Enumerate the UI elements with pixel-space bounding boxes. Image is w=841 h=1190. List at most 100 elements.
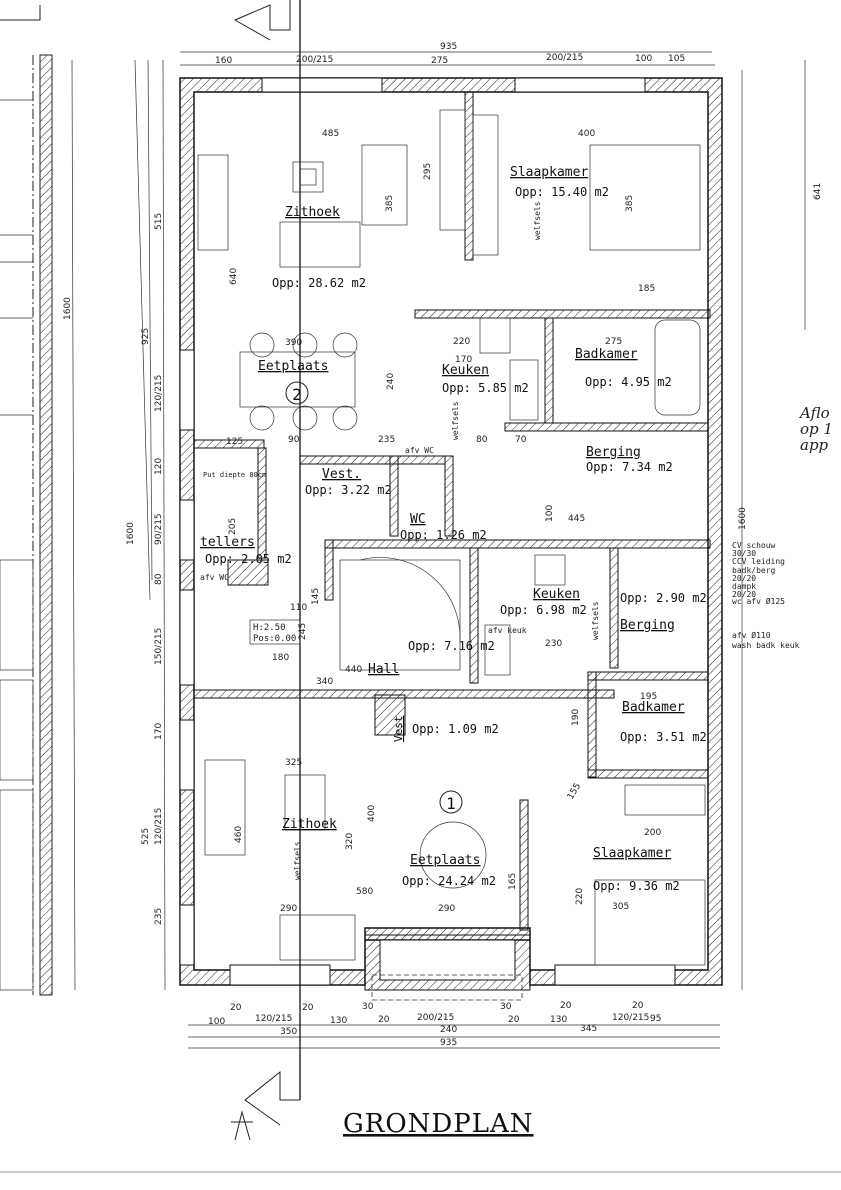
room-name: Eetplaats <box>258 359 328 374</box>
dim: 120/215 <box>154 808 164 845</box>
unit-1-number: 1 <box>446 794 456 813</box>
dim: 200/215 <box>296 55 333 65</box>
dim: 20 <box>508 1015 520 1025</box>
room-name: Vest <box>392 716 405 743</box>
note: wc afv Ø125 <box>732 596 785 606</box>
dim: 145 <box>311 588 321 605</box>
dim: 80 <box>154 573 164 585</box>
level-tag: H:2.50 Pos:0.00 <box>249 619 301 645</box>
dim: 165 <box>508 873 518 890</box>
dim: 240 <box>440 1025 457 1035</box>
dim: 90/215 <box>154 513 164 545</box>
dim: 400 <box>578 129 595 139</box>
dim: 641 <box>813 183 823 200</box>
dim: 275 <box>605 337 622 347</box>
room-area: Opp: 3.51 m2 <box>620 730 707 744</box>
room-area: Opp: 15.40 m2 <box>515 185 609 199</box>
dim: 385 <box>385 195 395 212</box>
note: 20/20 <box>732 574 756 583</box>
room-area: Opp: 3.22 m2 <box>305 483 392 497</box>
unit-2-number: 2 <box>292 385 302 404</box>
room-area: Opp: 2.90 m2 <box>620 591 707 605</box>
note: CCV leiding <box>732 557 785 566</box>
room-area: Opp: 9.36 m2 <box>593 879 680 893</box>
note: welfsels <box>591 601 600 640</box>
room-area: Opp: 24.24 m2 <box>402 874 496 888</box>
side-note-line: Aflo <box>798 404 830 422</box>
dim: 200 <box>644 828 661 838</box>
dim: 390 <box>285 338 302 348</box>
dimension-labels: 935 160 200/215 275 200/215 100 105 100 … <box>63 42 823 1048</box>
dim: 200/215 <box>417 1013 454 1023</box>
dim: 120/215 <box>612 1013 649 1023</box>
dim: 205 <box>228 518 238 535</box>
room-name: Slaapkamer <box>593 846 671 861</box>
dim: 100 <box>545 505 555 522</box>
room-area: Opp: 28.62 m2 <box>272 276 366 290</box>
plan-title: GRONDPLAN <box>343 1109 534 1139</box>
room-area: Opp: 1.26 m2 <box>400 528 487 542</box>
dim: 525 <box>141 828 151 845</box>
dim: 100 <box>208 1017 225 1027</box>
room-area: Opp: 7.16 m2 <box>408 639 495 653</box>
dim: 220 <box>453 337 470 347</box>
dim: 155 <box>566 782 583 802</box>
dim: 345 <box>580 1024 597 1034</box>
floor-level: Pos:0.00 <box>253 634 296 644</box>
dim: 30 <box>500 1002 512 1012</box>
dim: 1600 <box>63 297 73 320</box>
room-area: Opp: 1.09 m2 <box>412 722 499 736</box>
room-area: Opp: 4.95 m2 <box>585 375 672 389</box>
dim: 120/215 <box>154 375 164 412</box>
room-name: Keuken <box>442 363 489 378</box>
dim: 185 <box>638 284 655 294</box>
dim: 130 <box>330 1016 347 1026</box>
interior-walls <box>193 91 711 931</box>
dim: 340 <box>316 677 333 687</box>
dim: 150/215 <box>154 628 164 665</box>
room-area: Opp: 2.05 m2 <box>205 552 292 566</box>
side-note-line: app <box>800 436 829 454</box>
dim: 130 <box>550 1015 567 1025</box>
dim: 935 <box>440 42 457 52</box>
room-labels: Zithoek Opp: 28.62 m2 Slaapkamer Opp: 15… <box>200 165 707 893</box>
dim: 460 <box>234 826 244 843</box>
note: badk/berg <box>732 566 776 575</box>
dim: 440 <box>345 665 362 675</box>
dim: 195 <box>640 692 657 702</box>
room-name: Badkamer <box>622 700 685 715</box>
section-marker-a <box>231 0 301 1141</box>
dim: 100 <box>635 54 652 64</box>
note: dampk <box>732 582 756 591</box>
section-marker-label: A <box>232 1159 234 1161</box>
dim: 580 <box>356 887 373 897</box>
dim: 1600 <box>738 507 748 530</box>
dim: 20 <box>302 1003 314 1013</box>
room-name: Berging <box>620 618 675 633</box>
note: CV schouw <box>732 541 776 550</box>
room-name: Keuken <box>533 587 580 602</box>
dim: 290 <box>438 904 455 914</box>
note: afv keuk <box>488 626 527 635</box>
unit-1-marker <box>439 790 463 814</box>
dim: 80 <box>476 435 488 445</box>
room-area: Opp: 6.98 m2 <box>500 603 587 617</box>
room-name: Berging <box>586 445 641 460</box>
note: 20/20 <box>732 590 756 599</box>
room-name: Zithoek <box>282 817 337 832</box>
furniture <box>197 109 706 966</box>
dim: 30 <box>362 1002 374 1012</box>
note: afv Ø110 <box>732 630 771 640</box>
unit-2-marker <box>285 381 309 405</box>
room-name: WC <box>410 512 426 527</box>
dim: 20 <box>230 1003 242 1013</box>
room-name: tellers <box>200 535 255 550</box>
dim: 295 <box>423 163 433 180</box>
dim: 20 <box>632 1001 644 1011</box>
note: welfsels <box>293 841 302 880</box>
dim: 120/215 <box>255 1014 292 1024</box>
note: welfsels <box>451 401 460 440</box>
dim: 170 <box>154 723 164 740</box>
dim: 235 <box>154 908 164 925</box>
